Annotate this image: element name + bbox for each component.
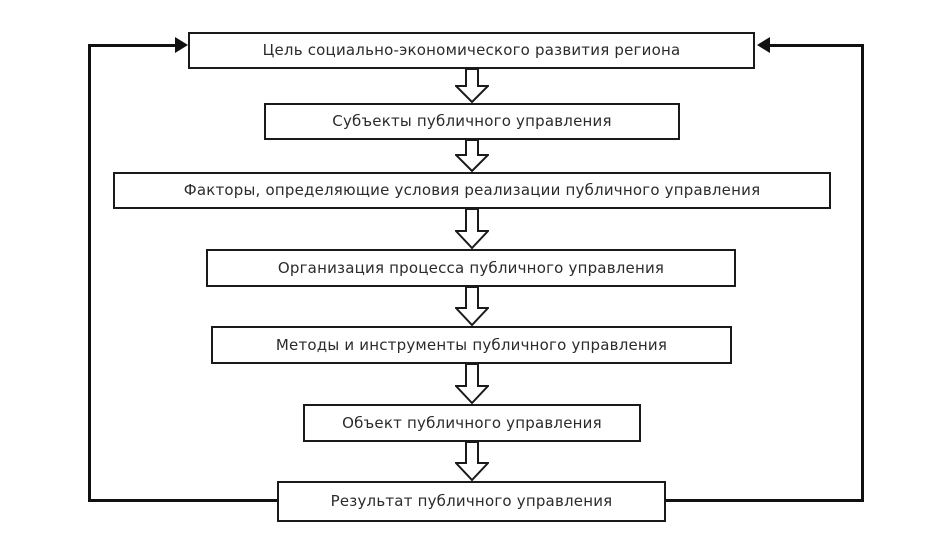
down-block-arrow-icon-6 — [455, 442, 489, 481]
node-organization-label: Организация процесса публичного управлен… — [277, 258, 665, 277]
down-block-arrow-icon-5 — [455, 364, 489, 404]
left-feedback-bottom-segment — [88, 499, 280, 502]
down-block-arrow-icon-4 — [455, 287, 489, 326]
node-factors-label: Факторы, определяющие условия реализации… — [183, 181, 761, 199]
right-feedback-vertical-segment — [861, 44, 864, 501]
down-block-arrow-icon-1 — [455, 69, 489, 103]
left-feedback-vertical-segment — [88, 44, 91, 501]
node-object: Объект публичного управления — [303, 404, 641, 442]
down-block-arrow-icon-2 — [455, 140, 489, 172]
node-object-label: Объект публичного управления — [342, 413, 602, 432]
node-goal: Цель социально-экономического развития р… — [188, 32, 755, 69]
node-result-label: Результат публичного управления — [330, 492, 613, 510]
node-organization: Организация процесса публичного управлен… — [206, 249, 736, 287]
node-result: Результат публичного управления — [277, 481, 666, 522]
left-feedback-top-segment — [88, 44, 178, 47]
node-methods: Методы и инструменты публичного управлен… — [211, 326, 732, 364]
right-feedback-bottom-segment — [664, 499, 864, 502]
node-methods-label: Методы и инструменты публичного управлен… — [275, 335, 668, 354]
down-block-arrow-icon-3 — [455, 209, 489, 249]
left-feedback-arrowhead-icon — [175, 37, 188, 53]
right-feedback-arrowhead-icon — [757, 37, 770, 53]
node-factors: Факторы, определяющие условия реализации… — [113, 172, 831, 209]
node-subjects: Субъекты публичного управления — [264, 103, 680, 140]
right-feedback-top-segment — [770, 44, 864, 47]
node-goal-label: Цель социально-экономического развития р… — [262, 41, 681, 59]
node-subjects-label: Субъекты публичного управления — [332, 112, 612, 130]
